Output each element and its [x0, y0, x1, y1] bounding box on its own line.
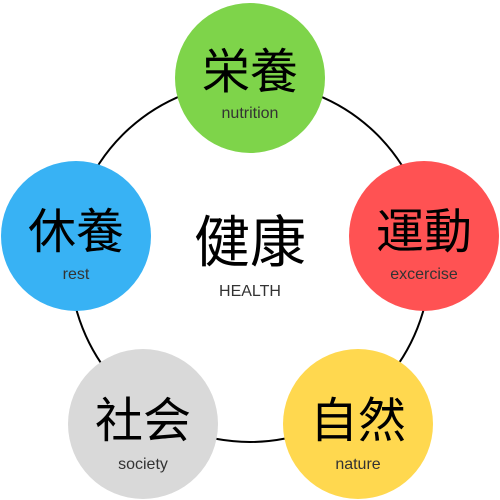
node-rest-circle	[1, 161, 151, 311]
node-nature-circle	[283, 349, 433, 499]
center-hub: 健康 HEALTH	[194, 211, 306, 300]
node-nature-english: nature	[335, 456, 380, 473]
node-society: 社会 society	[68, 349, 218, 499]
node-exercise: 運動 excercise	[349, 161, 499, 311]
center-english: HEALTH	[219, 283, 281, 300]
node-exercise-english: excercise	[390, 266, 458, 283]
node-nature: 自然 nature	[283, 349, 433, 499]
node-rest-english: rest	[63, 266, 90, 283]
node-society-english: society	[118, 456, 168, 473]
node-nutrition-english: nutrition	[222, 105, 279, 122]
node-society-kanji: 社会	[95, 393, 191, 449]
node-exercise-kanji: 運動	[376, 204, 472, 260]
node-exercise-circle	[349, 161, 499, 311]
node-rest-kanji: 休養	[28, 204, 124, 260]
node-nature-kanji: 自然	[310, 393, 406, 449]
node-society-circle	[68, 349, 218, 499]
node-nutrition: 栄養 nutrition	[175, 3, 325, 153]
node-nutrition-kanji: 栄養	[202, 44, 298, 100]
node-rest: 休養 rest	[1, 161, 151, 311]
node-nutrition-circle	[175, 3, 325, 153]
center-kanji: 健康	[194, 211, 306, 276]
